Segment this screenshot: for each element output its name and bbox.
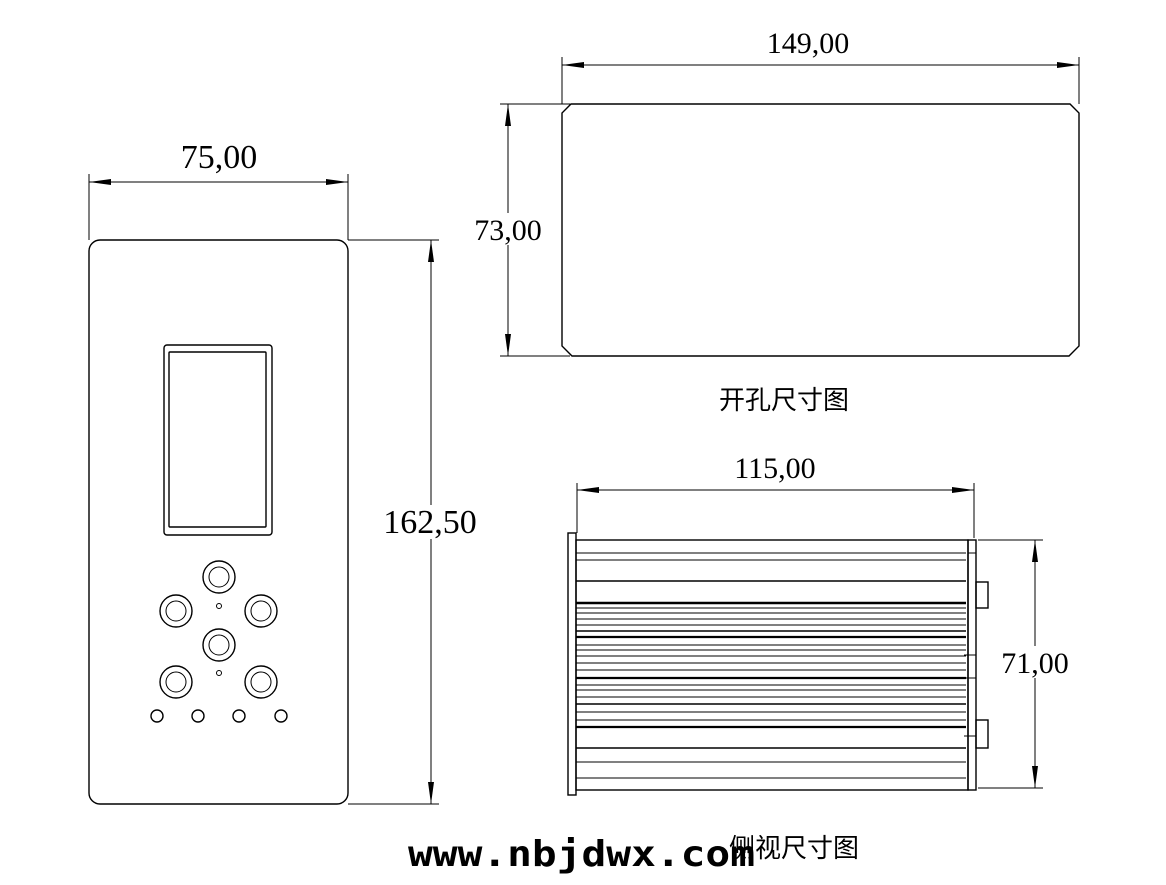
- cutout-width-label: 149,00: [767, 27, 850, 60]
- display-screen: [168, 351, 267, 528]
- side-rear-cap: [967, 539, 977, 791]
- rear-connector-upper: [975, 581, 989, 609]
- cutout-view: 149,00 73,00 开孔尺寸图: [467, 27, 1080, 416]
- cutout-height-label-bg: [467, 213, 549, 245]
- indicator-dot-lower: [216, 670, 222, 676]
- button-left: [159, 594, 193, 628]
- led-1: [150, 709, 164, 723]
- display-bezel: [163, 344, 273, 536]
- cutout-outline: [561, 103, 1080, 357]
- button-right: [244, 594, 278, 628]
- button-up: [202, 560, 236, 594]
- cutout-view-title: 开孔尺寸图: [719, 386, 849, 416]
- rear-connector-lower: [975, 719, 989, 749]
- button-bottom-right: [244, 665, 278, 699]
- side-depth-label: 115,00: [734, 452, 815, 485]
- side-height-label-bg: [995, 646, 1075, 678]
- watermark: www.nbjdwx.com: [408, 834, 755, 875]
- side-view: 115,00 71,00 侧视尺寸图: [567, 452, 1075, 864]
- side-housing: [575, 539, 969, 791]
- led-4: [274, 709, 288, 723]
- side-height-label: 71,00: [1001, 647, 1069, 680]
- indicator-dot-upper: [216, 603, 222, 609]
- front-width-label: 75,00: [181, 139, 258, 176]
- button-center: [202, 628, 236, 662]
- front-height-label: 162,50: [383, 504, 477, 541]
- side-heatsink-fins: [576, 552, 966, 779]
- front-height-label-bg: [376, 505, 486, 539]
- led-2: [191, 709, 205, 723]
- side-view-title: 侧视尺寸图: [729, 834, 859, 864]
- cutout-height-label: 73,00: [474, 214, 542, 247]
- side-front-flange: [567, 532, 577, 796]
- led-3: [232, 709, 246, 723]
- front-view: 75,00 162,50: [88, 139, 486, 805]
- front-panel: [88, 239, 349, 805]
- button-bottom-left: [159, 665, 193, 699]
